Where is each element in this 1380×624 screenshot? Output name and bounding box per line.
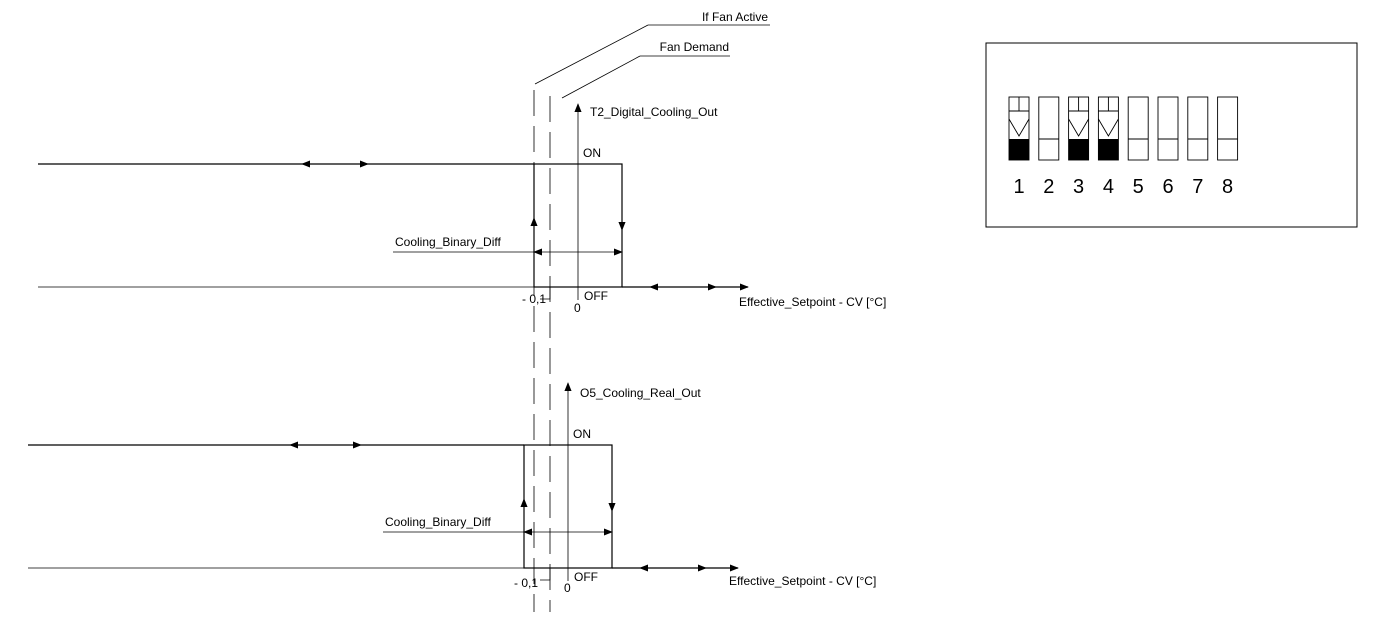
upper-zero-label: 0: [574, 301, 581, 315]
annotation-leaders: If Fan Active Fan Demand: [534, 10, 770, 99]
dip-switch-7: 7: [1187, 96, 1209, 198]
lower-output-label: O5_Cooling_Real_Out: [580, 386, 701, 400]
upper-diff-label: Cooling_Binary_Diff: [395, 235, 502, 249]
upper-minus-label: - 0,1: [522, 292, 546, 306]
dip-switch-knob-1: [1009, 139, 1029, 160]
dip-switch-6: 6: [1157, 96, 1179, 198]
lower-axis-label: Effective_Setpoint - CV [°C]: [729, 574, 876, 588]
dip-switch-3: 3: [1068, 96, 1090, 198]
dip-switch-number-2: 2: [1043, 176, 1054, 198]
upper-off-label: OFF: [584, 289, 608, 303]
upper-on-label: ON: [583, 146, 601, 160]
lower-on-label: ON: [573, 427, 591, 441]
if-fan-active-label: If Fan Active: [702, 10, 768, 24]
dip-switch-frame: [985, 42, 1358, 228]
dip-switch-number-8: 8: [1222, 176, 1233, 198]
dip-switch-5: 5: [1127, 96, 1149, 198]
lower-zero-label: 0: [564, 581, 571, 595]
dip-switch-number-1: 1: [1013, 176, 1024, 198]
dip-switch-4: 4: [1097, 96, 1119, 198]
dip-switch-8: 8: [1217, 96, 1239, 198]
dip-switch-number-5: 5: [1133, 176, 1144, 198]
lower-off-label: OFF: [574, 570, 598, 584]
upper-output-label: T2_Digital_Cooling_Out: [590, 105, 718, 119]
dip-switch-number-6: 6: [1162, 176, 1173, 198]
dip-switch-knob-4: [1098, 139, 1119, 160]
lower-diagram: O5_Cooling_Real_Out ON OFF Cooling_Binar…: [28, 382, 876, 595]
lower-step-tick: [540, 568, 551, 581]
lower-minus-label: - 0,1: [514, 576, 538, 590]
dip-switch-2: 2: [1038, 96, 1060, 198]
lower-diff-label: Cooling_Binary_Diff: [385, 515, 492, 529]
upper-diagram: T2_Digital_Cooling_Out ON OFF Cooling_Bi…: [38, 103, 886, 315]
fan-demand-label: Fan Demand: [660, 40, 729, 54]
dashed-guides: [533, 90, 551, 612]
dip-switch-number-4: 4: [1103, 176, 1114, 198]
upper-step-tick: [540, 287, 551, 300]
dip-switch-number-7: 7: [1192, 176, 1203, 198]
dip-switch-number-3: 3: [1073, 176, 1084, 198]
upper-axis-label: Effective_Setpoint - CV [°C]: [739, 295, 886, 309]
dip-switch-1: 1: [1008, 96, 1030, 198]
dip-switch-knob-3: [1068, 139, 1089, 160]
